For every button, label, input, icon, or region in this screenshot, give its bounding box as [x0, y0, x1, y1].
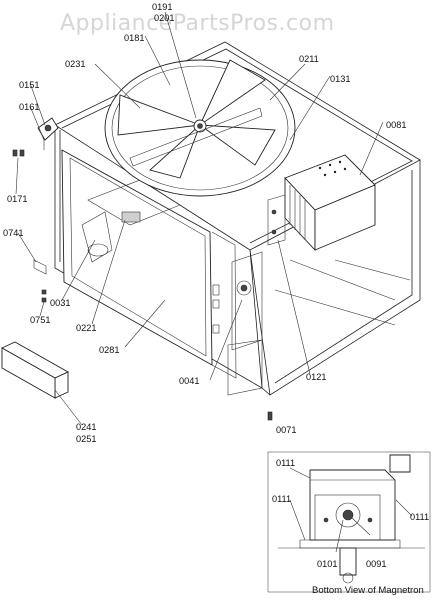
control-slot-1	[212, 284, 220, 296]
floor-struts	[274, 259, 411, 326]
callout-0161: 0161	[19, 102, 39, 112]
callout-0031: 0031	[50, 298, 70, 308]
callout-0751: 0751	[30, 315, 50, 325]
magnetron-inset	[267, 451, 431, 593]
callout-0121: 0121	[306, 372, 326, 382]
callout-0111-top: 0111	[276, 458, 295, 468]
callout-0211: 0211	[299, 54, 319, 64]
control-slot-2	[212, 299, 220, 309]
callout-0191: 0191	[152, 2, 172, 12]
callout-0131: 0131	[330, 74, 350, 84]
callout-0041: 0041	[179, 376, 199, 386]
callout-0111-right: 0111	[410, 512, 429, 522]
callout-0201: 0201	[154, 13, 174, 23]
watermark-text: AppliancePartsPros.com	[60, 11, 335, 36]
callout-0231: 0231	[65, 59, 85, 69]
callout-0081: 0081	[386, 120, 406, 130]
callout-0091: 0091	[366, 559, 386, 569]
callout-0151: 0151	[19, 80, 39, 90]
callout-0251: 0251	[76, 434, 96, 444]
front-panel	[61, 149, 237, 379]
screw-0751	[41, 289, 47, 295]
callout-0241: 0241	[76, 422, 96, 432]
callout-0111-left: 0111	[272, 494, 291, 504]
callout-0101: 0101	[317, 559, 337, 569]
inset-caption: Bottom View of Magnetron	[312, 585, 424, 596]
hinge-parts	[12, 117, 59, 303]
callout-0741: 0741	[3, 228, 23, 238]
callout-0071: 0071	[276, 425, 296, 435]
callout-labels: 0191 0201 0181 0231 0211 0131 0151 0161 …	[3, 2, 429, 596]
screw-0171	[12, 149, 18, 157]
screw-0071	[267, 411, 273, 421]
cavity-parts	[81, 179, 263, 396]
bottom-plate	[1, 341, 69, 399]
callout-0221: 0221	[76, 323, 96, 333]
stirrer-bracket	[121, 211, 141, 223]
leader-lines	[15, 11, 413, 553]
control-slot-3	[212, 324, 220, 334]
callout-0181: 0181	[124, 33, 144, 43]
callout-0281: 0281	[99, 345, 119, 355]
magnetron-transformer	[267, 154, 376, 252]
callout-0171: 0171	[7, 194, 27, 204]
fan-assembly	[104, 59, 296, 197]
